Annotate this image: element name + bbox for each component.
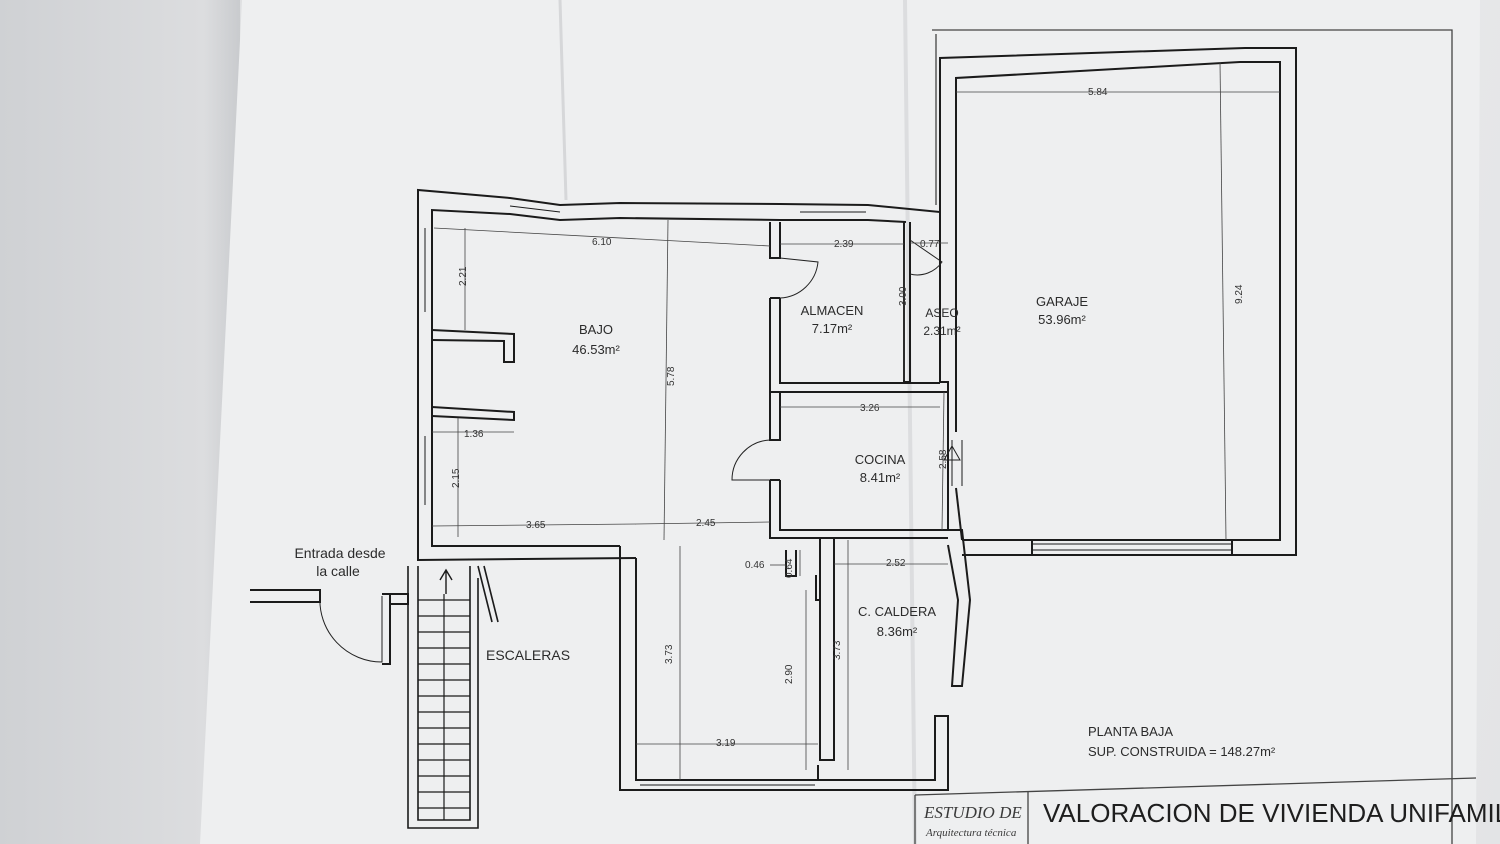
dim-bottom-width: 3.19: [716, 738, 736, 749]
dimension-lines: [431, 61, 1280, 780]
dim-wall-064: 0.64: [784, 558, 795, 578]
garage-wall: [962, 539, 1033, 555]
dim-lower-depth: 3.73: [664, 644, 675, 664]
exterior-wall: [635, 558, 818, 781]
dim-bajo-lower-depth: 2.15: [451, 468, 462, 488]
exterior-wall: [817, 715, 949, 791]
room-cocina-area: 8.41m²: [860, 470, 901, 485]
partition-wall: [815, 575, 820, 601]
garage-wall: [939, 47, 1297, 556]
room-garaje-name: GARAJE: [1036, 294, 1088, 309]
left-blank-page: [0, 0, 240, 844]
dim-bajo-width: 6.10: [592, 237, 612, 248]
room-cocina-name: COCINA: [855, 452, 906, 467]
entrance-label-line1: Entrada desde: [294, 545, 385, 561]
partition-wall: [779, 480, 948, 531]
built-area: SUP. CONSTRUIDA = 148.27m²: [1088, 744, 1276, 759]
almacen-door: [779, 257, 819, 299]
studio-logo-line2: Arquitectura técnica: [925, 827, 1017, 839]
cocina-door: [731, 439, 771, 481]
partition-wall: [779, 298, 940, 384]
entrance-door: [319, 595, 383, 663]
partition-wall: [955, 487, 963, 541]
door-arrow: [943, 444, 961, 461]
dim-bajo-depth: 5.78: [666, 366, 677, 386]
garage-wall: [955, 61, 1281, 541]
room-caldera-name: C. CALDERA: [858, 604, 936, 619]
room-aseo-name: ASEO: [925, 306, 958, 320]
room-labels: BAJO 46.53m² ALMACEN 7.17m² ASEO 2.31m² …: [572, 294, 1088, 639]
paper-sheet: [200, 0, 1480, 844]
dim-garaje-width: 5.84: [1088, 87, 1108, 98]
paper-fold: [903, 0, 917, 844]
exterior-wall: [417, 188, 941, 548]
room-almacen-name: ALMACEN: [801, 303, 864, 318]
exterior-wall: [947, 529, 972, 687]
dim-niche-width: 1.36: [464, 429, 484, 440]
exterior-wall: [431, 537, 620, 547]
doors: [319, 239, 961, 663]
exterior-wall: [417, 548, 637, 562]
dim-aseo-depth: 3.00: [898, 286, 909, 306]
dim-corridor-width: 2.45: [696, 518, 716, 529]
entrance-label-line2: la calle: [316, 563, 360, 579]
room-bajo-area: 46.53m²: [572, 342, 620, 357]
paper-fold: [558, 0, 568, 201]
niche-wall: [431, 406, 515, 422]
dim-almacen-width: 2.39: [834, 239, 854, 250]
dim-corridor-depth: 2.90: [784, 664, 795, 684]
exterior-wall: [431, 208, 907, 537]
partition-wall: [785, 550, 797, 577]
partition-wall: [939, 225, 949, 530]
stair-steps: [418, 594, 470, 820]
room-garaje-area: 53.96m²: [1038, 312, 1086, 327]
drawing-title: VALORACION DE VIVIENDA UNIFAMILIAR: [1043, 798, 1500, 828]
dimension-labels: 6.10 2.39 0.77 5.84 9.24 2.21 5.78 3.00 …: [451, 87, 1245, 749]
room-aseo-area: 2.31m²: [923, 324, 960, 338]
room-caldera-area: 8.36m²: [877, 624, 918, 639]
studio-logo-line1: ESTUDIO DE: [923, 803, 1022, 822]
title-block: ESTUDIO DE Arquitectura técnica VALORACI…: [914, 792, 1500, 844]
aseo-door: [909, 239, 943, 276]
partition-wall: [819, 538, 835, 761]
stair-arrow-icon: [439, 568, 453, 594]
other-labels: Entrada desde la calle ESCALERAS PLANTA …: [294, 545, 1275, 759]
dim-bajo-upper-depth: 2.21: [458, 266, 469, 286]
exterior-wall: [619, 546, 830, 791]
drawing-border: [914, 777, 1477, 796]
dim-cocina-width: 3.26: [860, 403, 880, 414]
windows: [424, 205, 963, 786]
dim-caldera-width: 2.52: [886, 558, 906, 569]
room-bajo-name: BAJO: [579, 322, 613, 337]
dim-cocina-depth: 2.58: [938, 449, 949, 469]
dim-wall-046: 0.46: [745, 560, 765, 571]
dim-caldera-depth: 3.73: [832, 640, 843, 660]
partition-wall: [769, 480, 948, 539]
drawing-border: [932, 29, 1453, 844]
partition-wall: [769, 392, 781, 441]
plan-name: PLANTA BAJA: [1088, 724, 1173, 739]
stairs-label: ESCALERAS: [486, 647, 570, 663]
dim-aseo-width: 0.77: [920, 239, 940, 250]
dim-garaje-depth: 9.24: [1234, 284, 1245, 304]
dim-front-width: 3.65: [526, 520, 546, 531]
niche-wall: [431, 329, 515, 363]
room-almacen-area: 7.17m²: [812, 321, 853, 336]
walls: [417, 47, 1297, 791]
partition-wall: [769, 222, 781, 259]
